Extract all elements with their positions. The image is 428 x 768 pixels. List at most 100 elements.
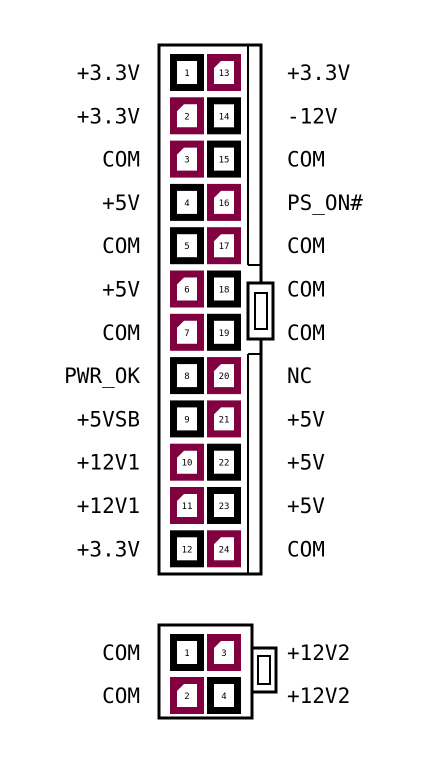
aux-pin-3-number: 3 xyxy=(221,649,226,659)
left-label-row-2: +3.3V xyxy=(77,104,141,128)
pin-15-number: 15 xyxy=(219,156,230,166)
pin-5: 5 xyxy=(170,227,204,265)
aux-pin-1-number: 1 xyxy=(184,649,189,659)
left-label-row-12: +3.3V xyxy=(77,537,141,561)
pin-14-face xyxy=(214,104,234,128)
left-label-row-6: +5V xyxy=(102,278,140,302)
pin-15: 15 xyxy=(207,140,241,178)
right-label-row-3: COM xyxy=(287,148,325,172)
pin-5-number: 5 xyxy=(184,242,189,252)
pin-13: 13 xyxy=(207,54,241,91)
pin-8: 8 xyxy=(170,357,204,395)
pin-16: 16 xyxy=(207,183,241,221)
pin-2-number: 2 xyxy=(184,112,189,122)
pin-16-face xyxy=(214,190,234,214)
aux-left-label-row-1: COM xyxy=(102,641,140,665)
pin-23: 23 xyxy=(207,487,241,524)
pin-4-number: 4 xyxy=(184,199,189,209)
pin-21-number: 21 xyxy=(219,415,230,425)
left-label-row-8: PWR_OK xyxy=(64,364,140,388)
aux-pin-3: 3 xyxy=(207,634,241,671)
left-label-row-5: COM xyxy=(102,234,140,258)
pin-3-number: 3 xyxy=(184,156,189,166)
pin-11-face xyxy=(177,494,197,517)
right-label-row-6: COM xyxy=(287,278,325,302)
aux-right-label-row-2: +12V2 xyxy=(287,684,350,708)
pin-10-number: 10 xyxy=(182,459,193,469)
pin-23-face xyxy=(214,494,234,517)
pin-7: 7 xyxy=(170,313,204,351)
pin-15-face xyxy=(214,147,234,171)
pin-12-face xyxy=(177,537,197,561)
pin-1: 1 xyxy=(170,54,204,91)
pin-8-number: 8 xyxy=(184,372,189,382)
left-label-row-3: COM xyxy=(102,148,140,172)
left-label-row-11: +12V1 xyxy=(77,494,140,518)
pin-9-number: 9 xyxy=(184,415,189,425)
pin-11: 11 xyxy=(170,487,204,524)
pin-4: 4 xyxy=(170,183,204,221)
pin-17: 17 xyxy=(207,227,241,265)
aux-pin-3-face xyxy=(214,641,234,664)
pin-18: 18 xyxy=(207,270,241,308)
pin-17-face xyxy=(214,234,234,258)
pin-7-number: 7 xyxy=(184,329,189,339)
left-label-row-1: +3.3V xyxy=(77,61,141,85)
pin-6: 6 xyxy=(170,270,204,308)
pin-18-number: 18 xyxy=(219,286,230,296)
pin-21: 21 xyxy=(207,400,241,438)
pin-12-number: 12 xyxy=(182,545,193,555)
pin-4-face xyxy=(177,190,197,214)
right-label-row-7: COM xyxy=(287,321,325,345)
pin-19: 19 xyxy=(207,313,241,351)
left-label-row-9: +5VSB xyxy=(77,407,140,431)
aux-pin-4-face xyxy=(214,684,234,707)
right-label-row-8: NC xyxy=(287,364,312,388)
aux-left-label-row-2: COM xyxy=(102,684,140,708)
pin-18-face xyxy=(214,277,234,301)
left-label-row-4: +5V xyxy=(102,191,140,215)
pin-2: 2 xyxy=(170,97,204,135)
pin-19-number: 19 xyxy=(219,329,230,339)
aux-pin-2-number: 2 xyxy=(184,692,189,702)
aux-connector-latch-inner xyxy=(257,655,271,685)
aux-connector-pins: 1 3 2 4 xyxy=(170,634,241,714)
pin-10-face xyxy=(177,450,197,474)
pin-12: 12 xyxy=(170,530,204,568)
pin-22-face xyxy=(214,450,234,474)
pin-22-number: 22 xyxy=(219,459,230,469)
pin-2-face xyxy=(177,104,197,128)
pin-10: 10 xyxy=(170,443,204,481)
pin-20-face xyxy=(214,364,234,388)
aux-pin-4: 4 xyxy=(207,677,241,714)
right-label-row-12: COM xyxy=(287,537,325,561)
aux-pin-2-face xyxy=(177,684,197,707)
right-label-row-1: +3.3V xyxy=(287,61,351,85)
pin-13-number: 13 xyxy=(219,69,230,79)
aux-right-label-row-1: +12V2 xyxy=(287,641,350,665)
pin-17-number: 17 xyxy=(219,242,230,252)
right-label-row-11: +5V xyxy=(287,494,325,518)
main-connector-pins: 1 13 2 14 3 15 4 16 5 17 6 18 7 19 8 20 9 21 10 22 11 23 12 24 xyxy=(170,54,241,568)
pin-23-number: 23 xyxy=(219,502,230,512)
main-connector-latch-inner xyxy=(254,292,268,330)
pin-6-face xyxy=(177,277,197,301)
pin-13-face xyxy=(214,61,234,84)
right-label-row-4: PS_ON# xyxy=(287,191,363,215)
pin-3: 3 xyxy=(170,140,204,178)
pin-16-number: 16 xyxy=(219,199,230,209)
pin-20: 20 xyxy=(207,357,241,395)
aux-pin-4-number: 4 xyxy=(221,692,226,702)
aux-pin-2: 2 xyxy=(170,677,204,714)
pin-7-face xyxy=(177,320,197,344)
left-label-row-7: COM xyxy=(102,321,140,345)
pin-9: 9 xyxy=(170,400,204,438)
pin-24: 24 xyxy=(207,530,241,568)
aux-pin-1: 1 xyxy=(170,634,204,671)
pin-14: 14 xyxy=(207,97,241,135)
aux-pin-1-face xyxy=(177,641,197,664)
pin-1-number: 1 xyxy=(184,69,189,79)
